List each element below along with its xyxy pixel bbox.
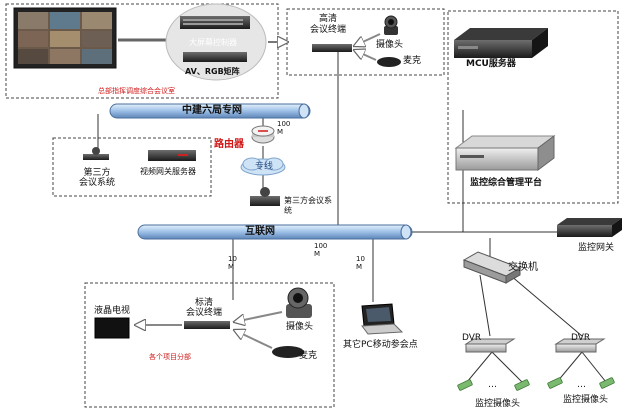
mic-to-sd-terminal-arrow bbox=[234, 330, 273, 349]
ellipsis-right: … bbox=[577, 380, 586, 390]
branch-mic-icon bbox=[272, 346, 304, 358]
top-camera-label: 摄像头 bbox=[376, 40, 404, 50]
sd-terminal-icon bbox=[184, 321, 230, 329]
gateway-server-label: 视频网关服务器 bbox=[140, 167, 196, 176]
dvr-right-icon bbox=[554, 338, 606, 353]
av-rgb-matrix-label: AV、RGB矩阵 bbox=[185, 67, 240, 76]
mic-to-terminal-arrow bbox=[354, 50, 377, 61]
cam-to-sd-terminal-arrow bbox=[234, 311, 283, 322]
third-party-mid-icon bbox=[250, 187, 280, 206]
branch-camera-label: 摄像头 bbox=[286, 322, 314, 332]
laptop-icon bbox=[361, 303, 404, 335]
cameras-label-left: 监控摄像头 bbox=[475, 399, 521, 409]
matrix-device-group bbox=[165, 3, 267, 81]
camera-icons bbox=[457, 377, 615, 391]
monitor-gateway-label: 监控网关 bbox=[578, 243, 615, 253]
dvr-right-label: DVR bbox=[571, 333, 591, 343]
lcd-tv-label: 液晶电视 bbox=[94, 306, 131, 316]
mobile-pc-label: 其它PC移动参会点 bbox=[343, 340, 418, 350]
internet-bw-pc: 10 M bbox=[356, 255, 365, 271]
branch-caption: 各个项目分部 bbox=[149, 353, 191, 361]
third-party-mid-label: 第三方会议系统 bbox=[284, 196, 332, 215]
hq-room-box bbox=[5, 3, 279, 99]
sd-terminal-label-2: 会议终端 bbox=[185, 308, 222, 318]
branch-camera-icon bbox=[286, 287, 312, 318]
third-party-conf-icon bbox=[83, 147, 109, 160]
gateway-server-icon bbox=[148, 150, 196, 161]
hd-terminal-label-1: 高清 bbox=[318, 14, 337, 24]
video-wall bbox=[13, 7, 117, 69]
router-label: 路由器 bbox=[214, 139, 244, 150]
internet-label: 互联网 bbox=[245, 226, 275, 237]
switch-icon bbox=[462, 251, 522, 284]
branch-box bbox=[84, 282, 335, 408]
third-party-conf-label-2: 会议系统 bbox=[78, 178, 115, 188]
leased-line-cloud bbox=[240, 157, 286, 176]
private-net-label: 中建六局专网 bbox=[182, 105, 242, 116]
top-camera-icon bbox=[384, 15, 398, 35]
branch-mic-label: 麦克 bbox=[299, 351, 318, 361]
third-party-box bbox=[52, 137, 212, 197]
lcd-tv-icon bbox=[94, 317, 130, 339]
internet-bw-left: 10 M bbox=[228, 255, 237, 271]
screen-controller-label: 大屏幕控制器 bbox=[189, 38, 237, 47]
private-net-bandwidth: 100 M bbox=[277, 120, 291, 136]
monitor-platform-label: 监控综合管理平台 bbox=[470, 178, 543, 188]
ellipsis-left: … bbox=[488, 380, 497, 390]
third-party-conf-label-1: 第三方 bbox=[83, 168, 111, 178]
dvr-left-label: DVR bbox=[462, 333, 482, 343]
internet-pipe bbox=[137, 224, 413, 240]
hd-terminal-device bbox=[312, 44, 352, 52]
leased-line-label: 专线 bbox=[255, 162, 274, 172]
router-icon bbox=[251, 125, 275, 144]
mcu-box bbox=[447, 10, 619, 204]
cam-to-terminal-arrow bbox=[354, 33, 381, 46]
mcu-server-icon bbox=[454, 28, 548, 58]
private-net-pipe bbox=[109, 103, 311, 119]
hq-room-caption: 总部指挥调度综合会议室 bbox=[98, 87, 175, 95]
internet-bw-main: 100 M bbox=[314, 242, 328, 258]
top-mic-label: 麦克 bbox=[403, 56, 422, 66]
monitor-platform-icon bbox=[454, 135, 556, 171]
hd-terminal-label-2: 会议终端 bbox=[309, 25, 346, 35]
dvr-left-icon bbox=[464, 338, 516, 353]
sd-terminal-label-1: 标清 bbox=[194, 298, 213, 308]
cameras-label-right: 监控摄像头 bbox=[563, 395, 609, 405]
mcu-server-label: MCU服务器 bbox=[466, 59, 516, 69]
switch-label: 交换机 bbox=[508, 262, 538, 273]
top-mic-icon bbox=[377, 57, 401, 67]
monitor-gateway-icon bbox=[557, 218, 622, 237]
connection-lines bbox=[97, 48, 607, 383]
